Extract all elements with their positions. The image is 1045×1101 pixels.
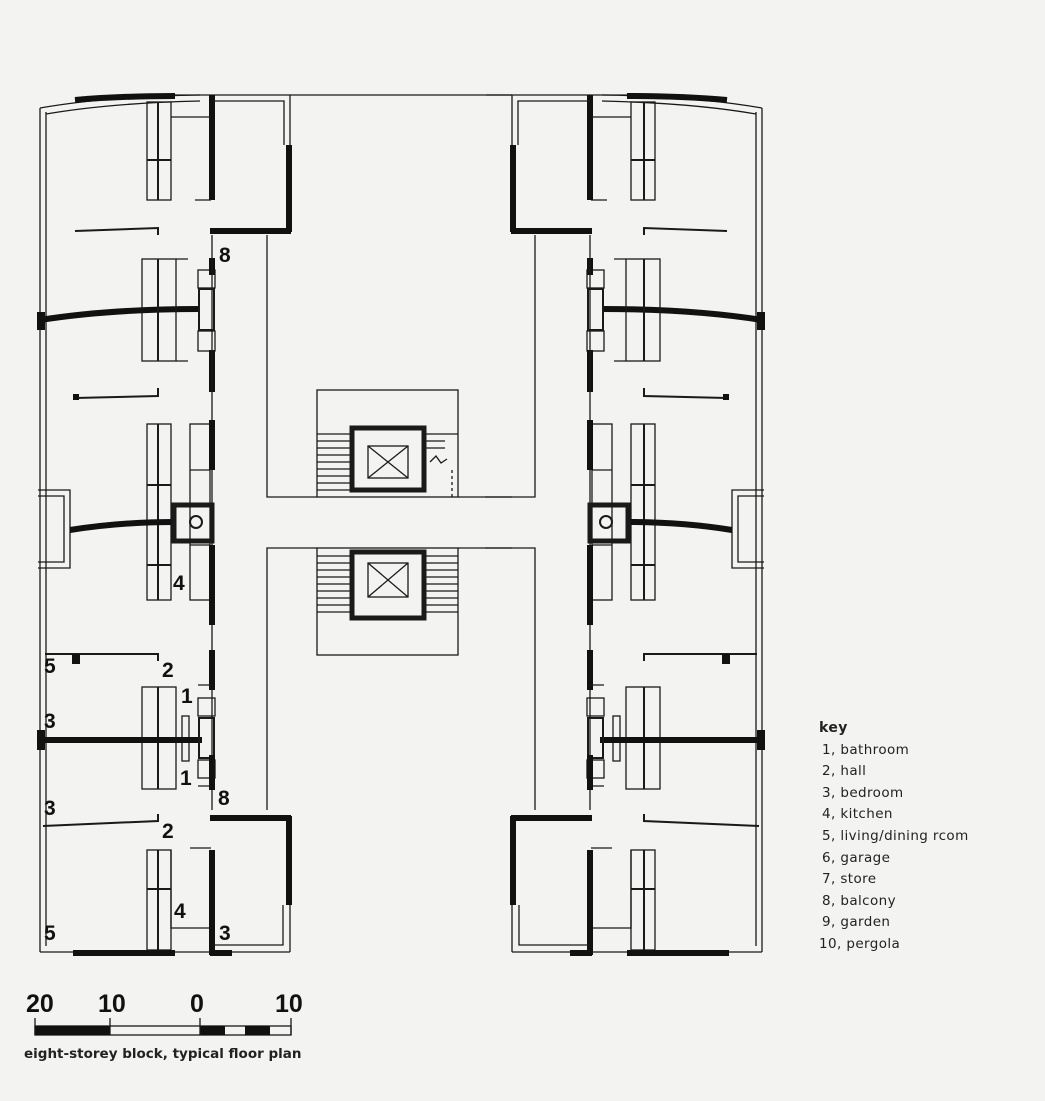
figure-caption: eight-storey block, typical floor plan <box>24 1046 302 1062</box>
room-label-hall: 2 <box>162 820 174 843</box>
scale-tick-label: 0 <box>190 990 204 1018</box>
legend-item: 1, bathroom <box>822 741 910 758</box>
scale-tick-label: 20 <box>26 990 54 1018</box>
legend-item: 9, garden <box>822 914 891 931</box>
legend-item: 10, pergola <box>819 935 901 952</box>
scale-tick-label: 10 <box>98 990 126 1018</box>
room-label-bathroom: 1 <box>181 685 193 708</box>
room-label-balcony: 8 <box>218 787 230 810</box>
room-label-bedroom: 3 <box>219 922 231 945</box>
room-label-living: 5 <box>44 655 56 678</box>
room-label-balcony: 8 <box>219 244 231 267</box>
legend-item: 3, bedroom <box>822 784 904 801</box>
room-label-bedroom: 3 <box>44 797 56 820</box>
legend-item: 5, living/dining rcom <box>822 827 969 844</box>
legend-item: 7, store <box>822 871 877 888</box>
room-label-kitchen: 4 <box>174 900 186 923</box>
room-label-living: 5 <box>44 922 56 945</box>
legend-item: 4, kitchen <box>822 806 893 823</box>
legend-item: 2, hall <box>822 763 867 780</box>
right-wing <box>401 95 765 955</box>
stair-core-south <box>316 547 459 656</box>
legend-title: key <box>819 720 848 736</box>
scale-bar: 20 10 0 10 <box>26 990 303 1036</box>
room-label-bedroom: 3 <box>44 710 56 733</box>
stair-core-north <box>316 389 459 498</box>
legend-item: 8, balcony <box>822 892 896 909</box>
left-wing <box>37 95 401 955</box>
legend-key: key 1, bathroom 2, hall 3, bedroom 4, ki… <box>819 718 969 956</box>
scale-tick-label: 10 <box>275 990 303 1018</box>
room-label-kitchen: 4 <box>173 572 185 595</box>
room-label-hall: 2 <box>162 659 174 682</box>
legend-item: 6, garage <box>822 849 891 866</box>
room-label-bathroom: 1 <box>180 767 192 790</box>
